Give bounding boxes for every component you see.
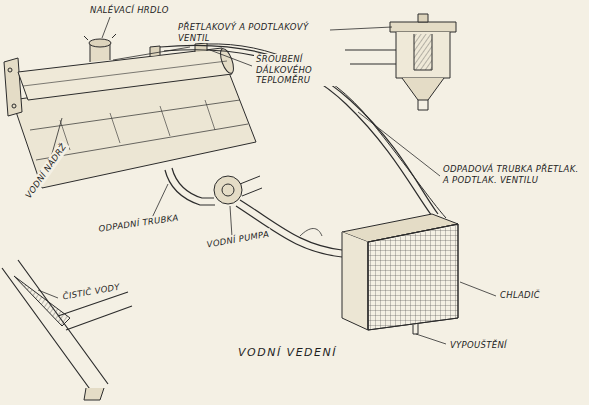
leader-lines: [38, 17, 496, 344]
part-label: ODPADOVÁ TRUBKA PŘETLAK. A PODTLAK. VENT…: [441, 164, 585, 185]
part-label: ODPADNÍ TRUBKA: [96, 212, 181, 234]
part-label: CHLADIČ: [498, 290, 542, 301]
part-label: PŘETLAKOVÝ A PODTLAKOVÝ VENTIL: [176, 22, 330, 43]
part-label: ČISTIČ VODY: [60, 281, 123, 302]
water-tank: [18, 48, 232, 100]
water-pump: [214, 176, 242, 204]
water-filter: [2, 260, 132, 400]
part-label: VODNÍ NÁDRŽ: [22, 140, 70, 202]
part-label: ŠROUBENÍ DÁLKOVÉHO TEPLOMĚRU: [254, 54, 350, 86]
part-label: NALÉVACÍ HRDLO: [88, 5, 171, 16]
part-label: VODNÍ PUMPA: [204, 228, 272, 250]
part-label: VYPOUŠTĚNÍ: [448, 340, 509, 351]
diagram-title: VODNÍ VEDENÍ: [236, 346, 339, 359]
